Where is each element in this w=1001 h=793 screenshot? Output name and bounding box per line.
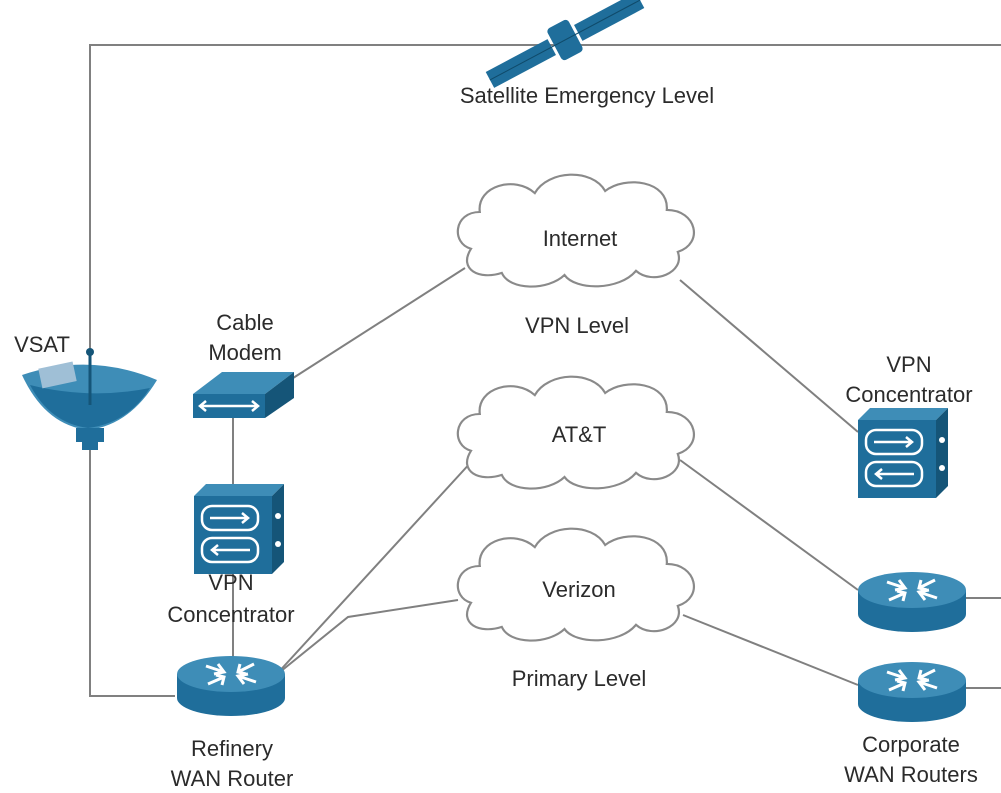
internet-cloud: Internet (456, 173, 696, 288)
refinery-router-label-line2: WAN Router (171, 766, 294, 791)
line-verizon-corprouter2 (682, 614, 859, 686)
vpn-concentrator-right-label-line1: VPN (886, 352, 931, 377)
cable-modem-label-line2: Modem (208, 340, 281, 365)
line-refinery-att (274, 459, 474, 677)
satellite-dish-icon (22, 348, 157, 450)
vpn-concentrator-left-icon (192, 482, 286, 576)
corporate-routers-label-line2: WAN Routers (844, 762, 978, 787)
vpn-concentrator-left-label-line1: VPN (208, 570, 253, 595)
satellite-level-label: Satellite Emergency Level (460, 83, 714, 108)
line-att-corprouter1 (679, 459, 859, 591)
satellite-icon (485, 0, 645, 88)
line-modem-internet (289, 267, 466, 381)
line-internet-vpnconc (679, 279, 859, 433)
vpn-concentrator-right-label-line2: Concentrator (845, 382, 972, 407)
line-vsat-refinery (89, 440, 175, 697)
vpn-concentrator-left-label-line2: Concentrator (167, 602, 294, 627)
vsat-label: VSAT (14, 332, 70, 357)
cloud-label-att: AT&T (552, 422, 607, 447)
cable-modem-label-line1: Cable (216, 310, 273, 335)
primary-level-label: Primary Level (512, 666, 646, 691)
corporate-router-1-icon (856, 570, 968, 634)
corporate-router-2-icon (856, 660, 968, 724)
cloud-label-internet: Internet (543, 226, 618, 251)
refinery-router-label-line1: Refinery (191, 736, 273, 761)
connection-lines (89, 44, 1001, 697)
cable-modem-icon (193, 372, 294, 418)
cloud-label-verizon: Verizon (542, 577, 615, 602)
line-satellite-loop (89, 44, 1001, 350)
verizon-cloud: Verizon (456, 527, 696, 642)
refinery-router-icon (175, 654, 287, 718)
corporate-routers-label-line1: Corporate (862, 732, 960, 757)
vpn-level-label: VPN Level (525, 313, 629, 338)
vpn-concentrator-right-icon (856, 406, 950, 500)
line-refinery-verizon (274, 599, 459, 677)
att-cloud: AT&T (456, 375, 696, 490)
